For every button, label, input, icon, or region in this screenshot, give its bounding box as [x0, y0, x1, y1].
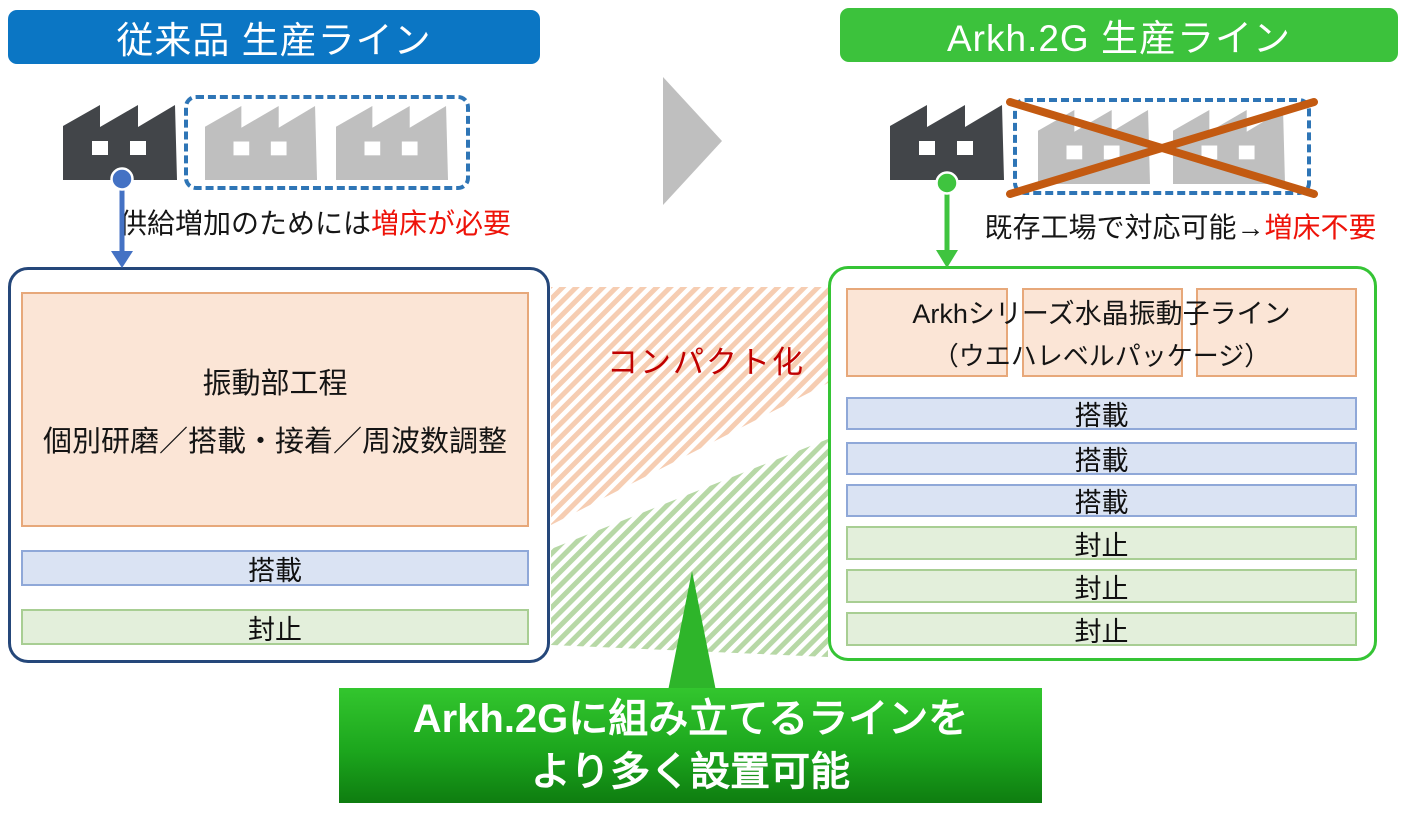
- left-header-label: 従来品 生産ライン: [116, 20, 432, 61]
- seal-bar: 封止: [846, 569, 1357, 604]
- right-header-label: Arkh.2G 生産ライン: [947, 18, 1291, 59]
- mount-bar: 搭載: [846, 442, 1357, 476]
- benefit-banner-line2: より多く設置可能: [530, 749, 851, 794]
- arkh-line-block: [846, 288, 1008, 377]
- factory-icon: [1038, 109, 1151, 184]
- factory-icon: [205, 105, 318, 180]
- arkh-line-title-line2: （ウエハレベルパッケージ）: [932, 341, 1271, 371]
- left-caption: 供給増加のためには増床が必要: [75, 206, 555, 242]
- left-caption-red: 増床が必要: [371, 208, 512, 239]
- arkh-line-title-line1: Arkhシリーズ水晶振動子ライン: [912, 299, 1291, 329]
- seal-bar: 封止: [21, 609, 529, 645]
- vibration-process-detail: 個別研磨／搭載・接着／周波数調整: [42, 425, 507, 458]
- left-header: 従来品 生産ライン: [8, 10, 540, 64]
- vibration-process-box: 振動部工程 個別研磨／搭載・接着／周波数調整: [21, 292, 529, 527]
- seal-bar: 封止: [846, 612, 1357, 647]
- seal-bar-label: 封止: [1074, 616, 1129, 647]
- mount-bar: 搭載: [846, 397, 1357, 431]
- mount-bar-label: 搭載: [1074, 446, 1129, 476]
- compacting-label: コンパクト化: [607, 345, 805, 380]
- arkh-line-block: [1196, 288, 1357, 377]
- factory-icon: [890, 104, 1005, 180]
- vibration-process-title: 振動部工程: [202, 367, 348, 400]
- compacting-hatch-green: [551, 439, 828, 657]
- arkh-line-block: [1022, 288, 1183, 377]
- cancelled-factories-right: [1013, 98, 1311, 195]
- benefit-banner-line1: Arkh.2Gに組み立てるラインを: [412, 696, 969, 741]
- right-caption-black: 既存工場で対応可能→: [984, 212, 1265, 243]
- seal-bar: 封止: [846, 526, 1357, 561]
- mount-bar: 搭載: [21, 550, 529, 586]
- factory-icon: [1173, 109, 1286, 184]
- benefit-banner: Arkh.2Gに組み立てるラインを より多く設置可能: [339, 688, 1042, 803]
- factory-icon: [336, 105, 449, 180]
- compacting-hatch-orange: [551, 287, 830, 525]
- mount-bar-label: 搭載: [1074, 488, 1129, 518]
- mount-bar-label: 搭載: [248, 555, 302, 586]
- seal-bar-label: 封止: [1074, 573, 1129, 604]
- arkh-line-title: Arkhシリーズ水晶振動子ライン （ウエハレベルパッケージ）: [846, 288, 1357, 377]
- factory-icon: [63, 104, 178, 180]
- seal-bar-label: 封止: [248, 614, 302, 645]
- seal-bar-label: 封止: [1074, 530, 1129, 561]
- mount-bar-label: 搭載: [1074, 401, 1129, 431]
- planned-factories-left: [184, 95, 470, 190]
- mount-bar: 搭載: [846, 484, 1357, 518]
- right-header: Arkh.2G 生産ライン: [840, 8, 1398, 62]
- right-caption-red: 増床不要: [1264, 212, 1377, 243]
- left-caption-black: 供給増加のためには: [118, 208, 371, 239]
- right-caption: 既存工場で対応可能→増床不要: [958, 210, 1403, 246]
